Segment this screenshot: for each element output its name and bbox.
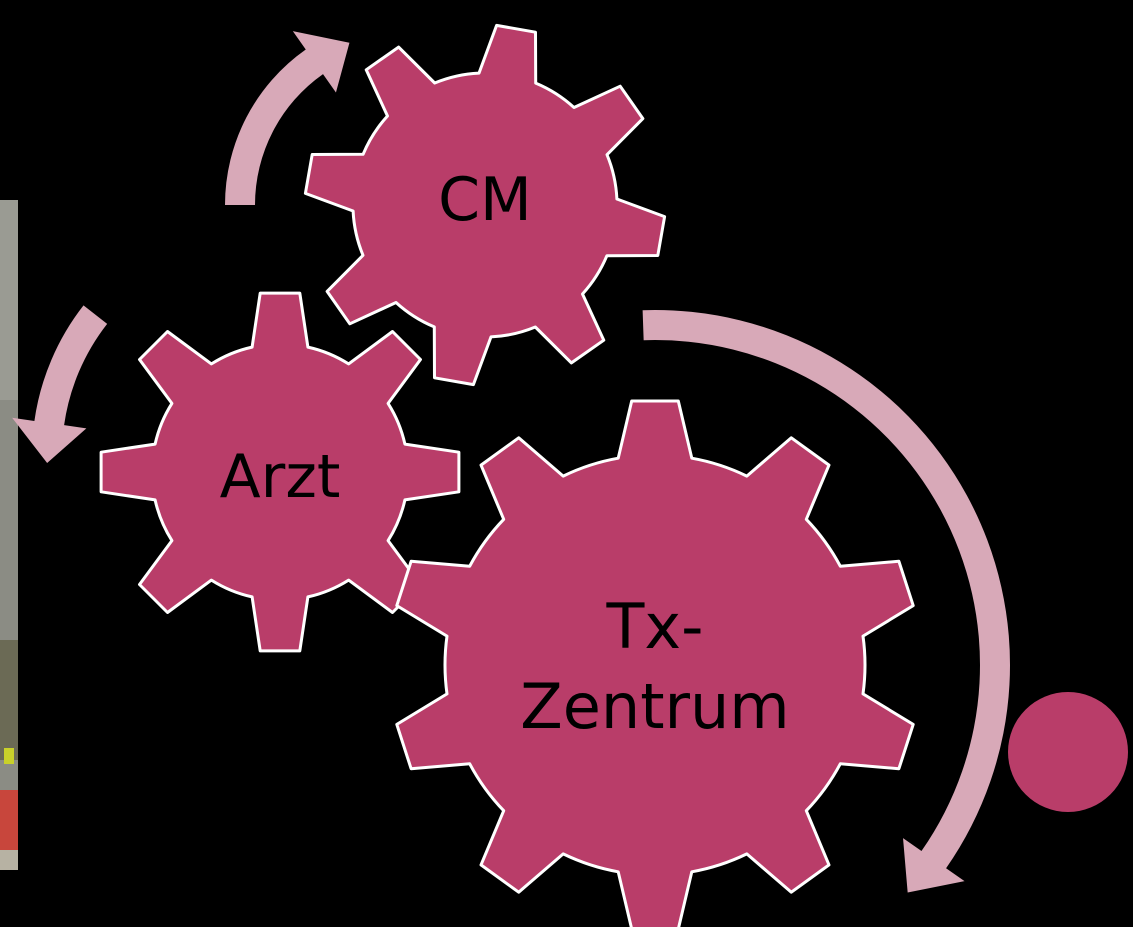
gear-cm: CM [303, 23, 667, 387]
gear-tx-label-line1: Tx- [606, 590, 704, 663]
curved-arrow-icon-left [12, 305, 108, 463]
gear-tx-shape [395, 399, 915, 927]
gear-cm-label: CM [438, 165, 532, 235]
gear-arzt-label: Arzt [220, 442, 341, 512]
curved-arrow-icon-top [225, 31, 350, 205]
gear-tx-zentrum: Tx- Zentrum [395, 399, 915, 927]
gear-cm-shape [303, 23, 667, 387]
gear-tx-label-line2: Zentrum [520, 670, 789, 743]
accent-circle-icon [1008, 692, 1128, 812]
curved-arrow-icon-right [642, 310, 1010, 893]
gear-arzt-shape [99, 291, 461, 653]
background-photo-fragment [0, 200, 18, 870]
gear-arzt: Arzt [99, 291, 461, 653]
